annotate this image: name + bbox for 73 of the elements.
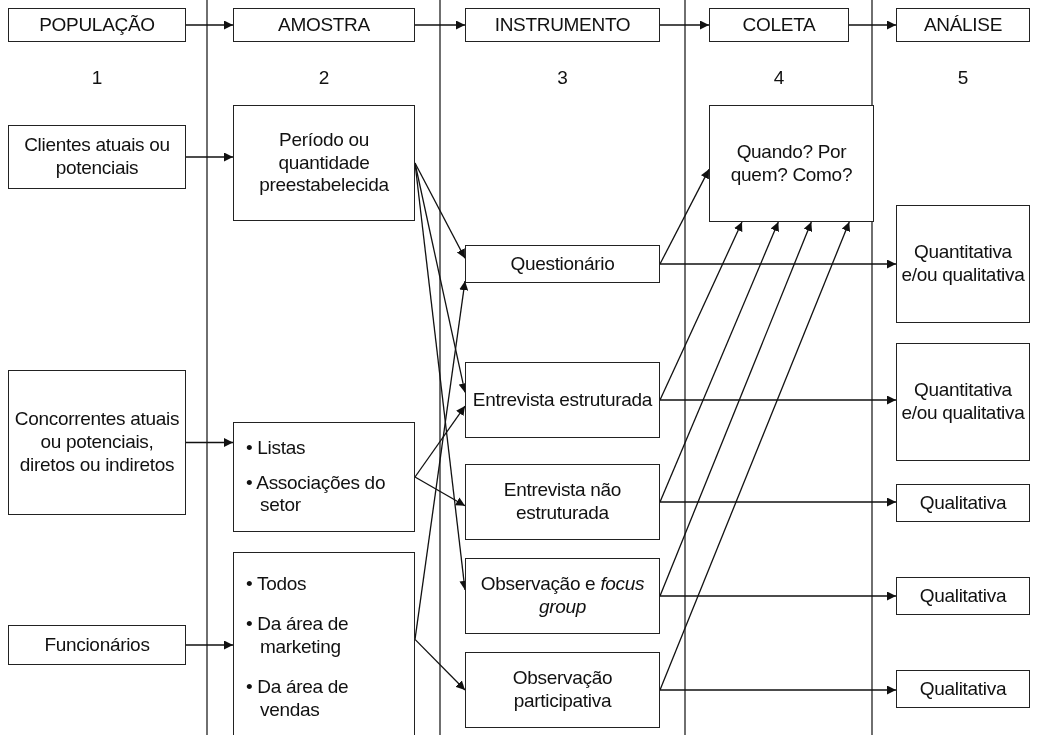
column-header-box xyxy=(233,8,415,42)
column-header-box xyxy=(465,8,660,42)
column-number: 4 xyxy=(773,67,785,89)
process-box xyxy=(8,625,186,665)
process-box xyxy=(465,362,660,438)
arrow xyxy=(659,221,813,597)
arrow xyxy=(659,395,897,405)
process-box xyxy=(709,105,874,222)
list-item: • Listas xyxy=(246,436,307,460)
box-text: Período ou quantidade preestabelecida xyxy=(258,128,390,198)
process-box xyxy=(233,422,415,532)
box-text: AMOSTRA xyxy=(278,13,370,37)
process-box xyxy=(465,245,660,283)
box-text: Questionário xyxy=(510,252,615,276)
box-text: Observação participativa xyxy=(511,667,614,713)
arrow xyxy=(414,20,466,30)
arrow xyxy=(414,162,466,259)
box-text: Funcionários xyxy=(44,633,150,657)
column-number: 2 xyxy=(318,67,330,89)
arrow xyxy=(185,640,234,650)
process-box xyxy=(8,125,186,189)
box-text: COLETA xyxy=(742,13,816,37)
process-box xyxy=(465,558,660,634)
box-text: ANÁLISE xyxy=(923,13,1003,37)
process-box xyxy=(465,652,660,728)
box-text: Entrevista não estruturada xyxy=(502,479,623,525)
list-item: • Todos xyxy=(246,572,308,596)
process-box xyxy=(233,552,415,735)
arrow xyxy=(659,259,897,269)
column-header-box xyxy=(709,8,849,42)
list-item: • Da área de marketing xyxy=(246,612,350,659)
arrow xyxy=(185,438,234,447)
process-box xyxy=(896,484,1030,522)
arrow xyxy=(659,497,897,507)
process-box xyxy=(896,577,1030,615)
process-box xyxy=(896,343,1030,461)
process-box xyxy=(465,464,660,540)
arrow xyxy=(185,152,234,162)
arrow xyxy=(659,221,779,503)
arrow xyxy=(659,221,851,691)
arrow xyxy=(414,476,466,507)
box-text: Observação e focus group xyxy=(479,573,646,619)
box-text: Clientes atuais ou potenciais xyxy=(23,134,171,180)
box-text: Qualitativa xyxy=(919,584,1007,608)
box-text: Quantitativa e/ou qualitativa xyxy=(901,379,1025,425)
process-box xyxy=(8,370,186,515)
arrow xyxy=(185,20,234,30)
process-box xyxy=(233,105,415,221)
list-item: • Associações do setor xyxy=(246,471,387,518)
column-header-box xyxy=(8,8,186,42)
arrow xyxy=(659,591,897,601)
box-text: Qualitativa xyxy=(919,677,1007,701)
arrow xyxy=(414,405,466,478)
arrow xyxy=(659,168,710,265)
box-text: POPULAÇÃO xyxy=(39,13,155,37)
process-box xyxy=(896,205,1030,323)
box-text: Concorrentes atuais ou potenciais, diretos ou indiretos xyxy=(13,408,181,477)
box-text: Qualitativa xyxy=(919,491,1007,515)
arrow xyxy=(659,20,710,30)
column-number: 3 xyxy=(557,67,568,89)
box-text: Quantitativa e/ou qualitativa xyxy=(901,241,1025,287)
column-number: 5 xyxy=(957,67,969,89)
column-header-box xyxy=(896,8,1030,42)
arrow xyxy=(414,638,466,691)
list-item: • Da área de vendas xyxy=(246,675,350,722)
column-number: 1 xyxy=(91,67,103,89)
arrow xyxy=(659,221,743,401)
box-text: INSTRUMENTO xyxy=(494,13,631,37)
arrow xyxy=(848,20,897,30)
process-box xyxy=(896,670,1030,708)
arrow xyxy=(659,685,897,695)
box-text: Entrevista estruturada xyxy=(472,388,653,412)
box-text: Quando? Por quem? Como? xyxy=(729,140,854,187)
